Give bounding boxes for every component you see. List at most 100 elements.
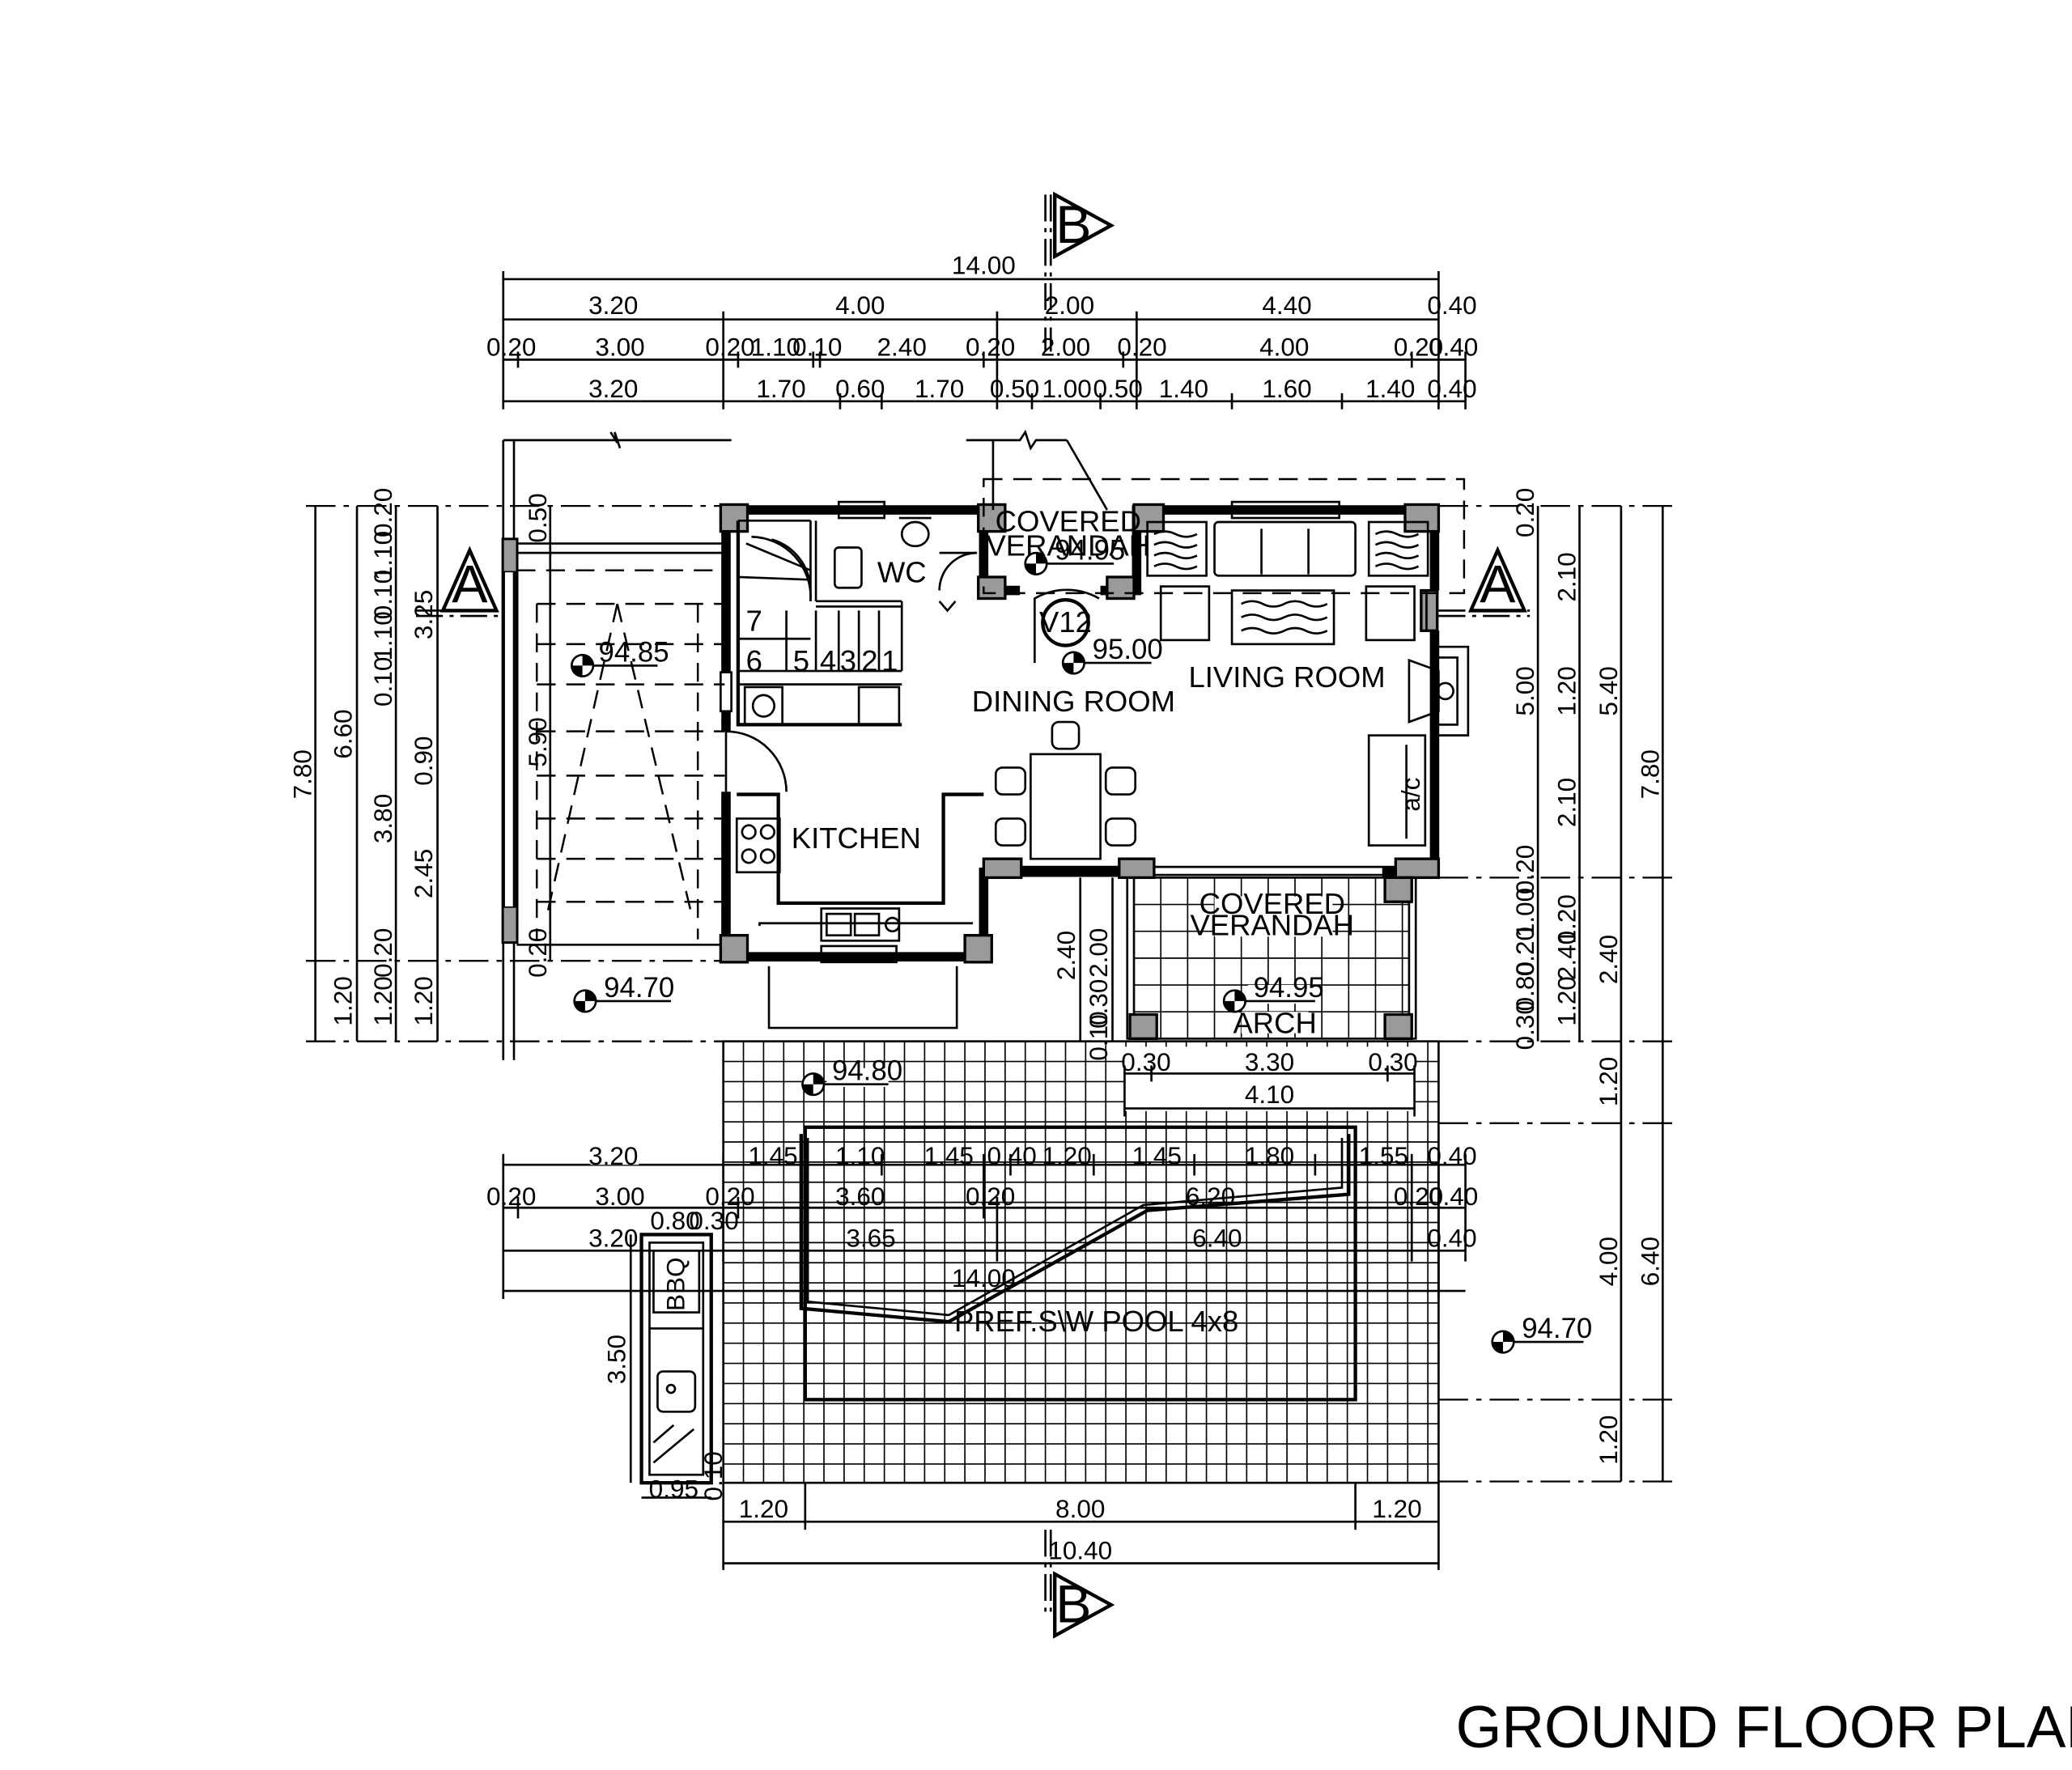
stair-step: 5 bbox=[793, 644, 809, 677]
dim-label: 1.20 bbox=[328, 976, 357, 1025]
dim-label: 3.65 bbox=[846, 1223, 895, 1252]
dim-label: 1.10 bbox=[368, 531, 397, 580]
dim-label: 2.00 bbox=[1041, 332, 1090, 361]
door-tag-v12: V12 bbox=[1039, 605, 1092, 639]
dim-label: 6.40 bbox=[1635, 1237, 1664, 1286]
dim-label: 1.55 bbox=[1359, 1141, 1408, 1170]
dim-label: 1.00 bbox=[1042, 374, 1091, 403]
dim-top-total: 14.00 bbox=[952, 250, 1016, 279]
level-value: 94.70 bbox=[1522, 1313, 1592, 1344]
dim-label: 14.00 bbox=[952, 1263, 1016, 1292]
dim-label: 2.10 bbox=[1552, 778, 1582, 827]
dim-label: 0.40 bbox=[1427, 1223, 1476, 1252]
dining-room: V12 DINING ROOM bbox=[972, 588, 1175, 860]
wc: WC bbox=[833, 516, 978, 613]
section-marker-b-bottom: B bbox=[1044, 1530, 1115, 1639]
dim-label: 2.40 bbox=[1552, 931, 1582, 980]
dim-label: 1.20 bbox=[1594, 1057, 1623, 1106]
dim-label: 7.80 bbox=[1635, 749, 1664, 799]
dim-label: 4.10 bbox=[1245, 1080, 1294, 1109]
dim-label: 1.70 bbox=[915, 374, 964, 403]
level-marker-right-yard: 94.70 bbox=[1491, 1313, 1592, 1354]
dim-label: 0.10 bbox=[1084, 1011, 1113, 1060]
dim-label: 1.20 bbox=[1594, 1415, 1623, 1464]
dim-label: 1.20 bbox=[409, 976, 438, 1025]
dim-label: 0.90 bbox=[409, 736, 438, 785]
dim-label: 0.20 bbox=[1510, 927, 1539, 976]
dim-label: 0.40 bbox=[1427, 374, 1476, 403]
dim-label: 2.40 bbox=[877, 332, 927, 361]
staircase: 7 6 5 4 3 2 1 bbox=[737, 520, 903, 677]
dim-label: 0.95 bbox=[649, 1474, 698, 1503]
dim-label: 0.20 bbox=[486, 332, 536, 361]
dim-label: 3.20 bbox=[588, 374, 638, 403]
dim-label: 0.10 bbox=[368, 570, 397, 619]
level-value: 95.00 bbox=[1093, 634, 1163, 665]
dim-label: 1.10 bbox=[751, 332, 800, 361]
right-dimensions: 0.20 5.00 0.20 1.00 0.20 0.80 0.30 2.10 … bbox=[1438, 488, 1672, 1483]
dim-label: 1.00 bbox=[1510, 888, 1539, 937]
level-marker-terrace: 94.80 bbox=[801, 1055, 902, 1097]
dim-label: 0.20 bbox=[705, 332, 754, 361]
stair-step: 7 bbox=[746, 604, 762, 637]
level-value: 94.85 bbox=[598, 636, 669, 668]
dim-label: 0.20 bbox=[1510, 488, 1539, 537]
level-value: 94.70 bbox=[604, 972, 674, 1004]
level-marker-verandah-bottom: 94.95 bbox=[1222, 972, 1324, 1013]
bbq-label: BBQ bbox=[661, 1257, 690, 1311]
dim-label: 0.20 bbox=[966, 1182, 1015, 1211]
level-value: 94.95 bbox=[1254, 972, 1324, 1004]
dim-label: 1.20 bbox=[1552, 666, 1582, 715]
dim-label: 0.40 bbox=[1427, 1141, 1476, 1170]
room-label-kitchen: KITCHEN bbox=[792, 821, 921, 855]
dim-label: 7.80 bbox=[288, 749, 317, 799]
drawing-title: GROUND FLOOR PLAN bbox=[1456, 1695, 2072, 1760]
dim-label: 0.20 bbox=[966, 332, 1015, 361]
bottom-dimensions: 1.20 8.00 1.20 10.40 bbox=[722, 1483, 1440, 1570]
room-label-arch: ARCH bbox=[1233, 1007, 1316, 1040]
dim-label: 3.80 bbox=[368, 794, 397, 843]
section-label: B bbox=[1055, 1575, 1091, 1635]
dim-label: 0.30 bbox=[1084, 979, 1113, 1029]
dim-label: 2.40 bbox=[1594, 935, 1623, 984]
dim-label: 0.40 bbox=[987, 1141, 1036, 1170]
stair-garden bbox=[501, 431, 732, 1060]
level-value: 94.80 bbox=[832, 1055, 902, 1087]
dim-label: 3.00 bbox=[595, 332, 644, 361]
room-label-wc: WC bbox=[877, 556, 927, 589]
dim-label: 2.00 bbox=[1084, 928, 1113, 978]
dim-label: 2.40 bbox=[1051, 931, 1081, 980]
dim-label: 2.45 bbox=[409, 849, 438, 898]
dim-label: 0.50 bbox=[990, 374, 1039, 403]
dim-label: 6.20 bbox=[1186, 1182, 1235, 1211]
kitchen: KITCHEN bbox=[735, 792, 984, 1029]
dim-top-row1: 3.20 4.00 2.00 4.40 0.40 bbox=[588, 291, 1477, 320]
dim-label: 0.20 bbox=[368, 928, 397, 978]
section-marker-a-left: A bbox=[415, 545, 503, 618]
room-label-covered-verandah-bottom: COVERED bbox=[1199, 887, 1345, 920]
stair-step: 2 bbox=[861, 644, 877, 677]
dim-label: 0.40 bbox=[1429, 1182, 1478, 1211]
dim-label: 0.20 bbox=[486, 1182, 536, 1211]
dim-label: 2.10 bbox=[1552, 552, 1582, 601]
stair-step: 1 bbox=[881, 644, 898, 677]
dim-label: 0.60 bbox=[835, 374, 885, 403]
dim-label: 1.20 bbox=[368, 976, 397, 1025]
dim-label: 3.25 bbox=[409, 590, 438, 639]
dim-label: 5.40 bbox=[1594, 666, 1623, 715]
dim-label: 3.00 bbox=[595, 1182, 644, 1211]
dim-label: 6.40 bbox=[1192, 1223, 1242, 1252]
dim-label: 1.20 bbox=[1372, 1494, 1421, 1523]
covered-verandah-top: COVERED VERANDAH bbox=[966, 429, 1466, 595]
dim-label: 4.00 bbox=[1259, 332, 1309, 361]
dim-label: 6.60 bbox=[328, 709, 357, 758]
dim-label: 0.30 bbox=[1368, 1047, 1417, 1076]
living-room: a/c LIVING ROOM bbox=[1146, 520, 1470, 847]
dim-label: 1.20 bbox=[1042, 1141, 1091, 1170]
dim-label: 0.80 bbox=[1510, 961, 1539, 1011]
dim-label: 0.20 bbox=[1117, 332, 1166, 361]
section-marker-a-right: A bbox=[1438, 545, 1531, 618]
dim-label: 0.30 bbox=[689, 1206, 738, 1235]
level-marker-verandah-top: 94.95 bbox=[1024, 534, 1125, 575]
dim-top-row3: 3.20 1.70 0.60 1.70 0.50 1.00 0.50 1.40 … bbox=[588, 374, 1477, 403]
